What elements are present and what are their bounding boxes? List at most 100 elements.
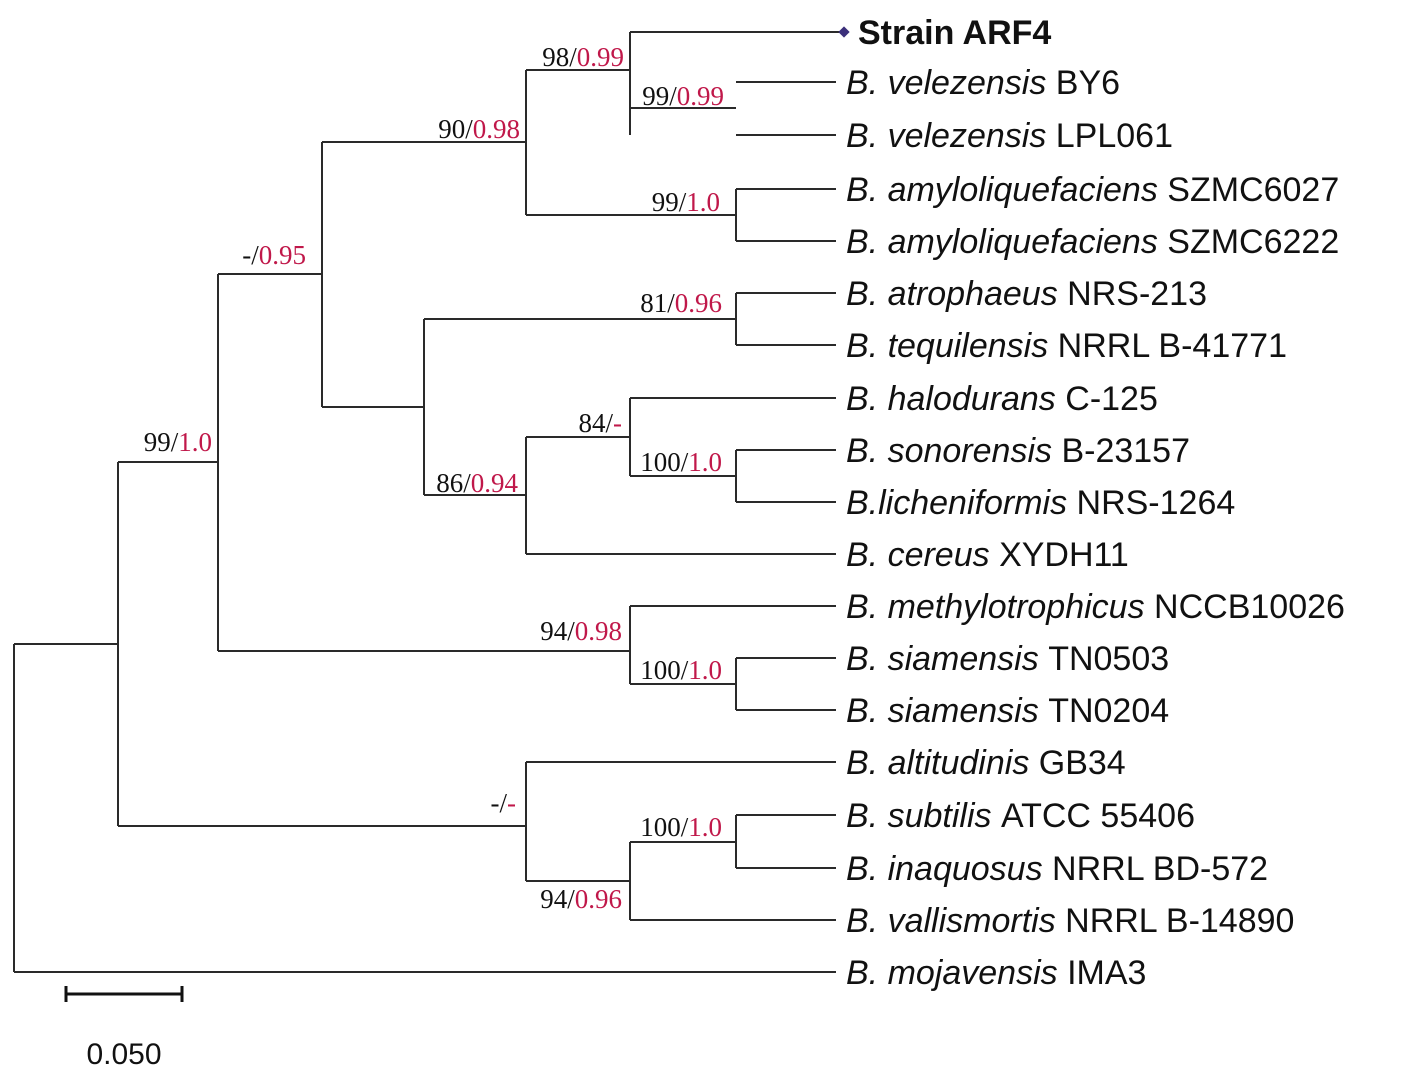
support-value-s-84: 84/- (578, 408, 622, 438)
support-value-s-100b: 100/1.0 (640, 655, 722, 685)
support-value-s-100a: 100/1.0 (640, 447, 722, 477)
leaf-strain: Strain ARF4 (858, 14, 1051, 52)
leaf-label-cere: B. cereus XYDH11 (846, 536, 1129, 574)
posterior-probability: 0.98 (575, 616, 622, 646)
posterior-probability: 1.0 (688, 812, 722, 842)
support-value-s-94b: 94/0.96 (540, 884, 622, 914)
support-value-s-98: 98/0.99 (542, 42, 624, 72)
leaf-genus: B.licheniformis (846, 484, 1077, 522)
leaf-label-siam-0503: B. siamensis TN0503 (846, 640, 1169, 678)
leaf-strain: NRRL B-14890 (1065, 902, 1294, 940)
bootstrap-value: 99/ (144, 427, 179, 457)
support-value-s-100c: 100/1.0 (640, 812, 722, 842)
leaf-genus: B. inaquosus (846, 850, 1052, 888)
posterior-probability: 0.94 (471, 468, 519, 498)
bootstrap-value: 100/ (640, 655, 689, 685)
posterior-probability: 0.96 (675, 288, 722, 318)
leaf-label-arf4: Strain ARF4 (858, 14, 1051, 52)
bootstrap-value: 94/ (540, 616, 575, 646)
leaf-genus: B. siamensis (846, 640, 1048, 678)
leaf-genus: B. halodurans (846, 380, 1065, 418)
leaf-label-amy-6027: B. amyloliquefaciens SZMC6027 (846, 171, 1339, 209)
leaf-genus: B. altitudinis (846, 744, 1039, 782)
bootstrap-value: 98/ (542, 42, 577, 72)
leaf-label-vel-by6: B. velezensis BY6 (846, 64, 1120, 102)
posterior-probability: 1.0 (688, 447, 722, 477)
leaf-label-vel-lpl061: B. velezensis LPL061 (846, 117, 1173, 155)
bootstrap-value: 100/ (640, 812, 689, 842)
support-values: 98/0.9999/0.9990/0.9899/1.0-/0.9581/0.96… (144, 42, 724, 914)
leaf-label-siam-0204: B. siamensis TN0204 (846, 692, 1169, 730)
support-value-s-94a: 94/0.98 (540, 616, 622, 646)
leaf-strain: IMA3 (1067, 954, 1146, 992)
bootstrap-value: 100/ (640, 447, 689, 477)
leaf-strain: BY6 (1056, 64, 1120, 102)
leaf-strain: C-125 (1065, 380, 1158, 418)
leaf-strain: LPL061 (1056, 117, 1173, 155)
leaf-label-sono: B. sonorensis B-23157 (846, 432, 1190, 470)
support-value-s-dash95: -/0.95 (242, 240, 306, 270)
leaf-genus: B. methylotrophicus (846, 588, 1154, 626)
posterior-probability: 1.0 (178, 427, 212, 457)
highlight-diamond-icon (838, 26, 850, 38)
bootstrap-value: 86/ (436, 468, 471, 498)
leaf-label-vall: B. vallismortis NRRL B-14890 (846, 902, 1294, 940)
leaf-strain: TN0503 (1048, 640, 1169, 678)
tree-branches (13, 31, 843, 973)
bootstrap-value: 99/ (642, 81, 677, 111)
leaf-label-meth: B. methylotrophicus NCCB10026 (846, 588, 1345, 626)
leaf-strain: XYDH11 (999, 536, 1129, 574)
support-value-s-86: 86/0.94 (436, 468, 518, 498)
leaf-genus: B. tequilensis (846, 327, 1058, 365)
leaf-strain: NRRL B-41771 (1058, 327, 1287, 365)
bootstrap-value: 99/ (652, 187, 687, 217)
leaf-genus: B. sonorensis (846, 432, 1061, 470)
bootstrap-value: -/ (242, 240, 259, 270)
leaf-strain: B-23157 (1061, 432, 1190, 470)
posterior-probability: 1.0 (686, 187, 720, 217)
support-value-s-dashdash: -/- (491, 788, 517, 818)
leaf-label-halo: B. halodurans C-125 (846, 380, 1158, 418)
leaf-strain: NRS-1264 (1077, 484, 1236, 522)
leaf-strain: ATCC 55406 (1001, 797, 1195, 835)
posterior-probability: - (507, 788, 516, 818)
leaf-genus: B. amyloliquefaciens (846, 171, 1167, 209)
leaf-genus: B. velezensis (846, 117, 1056, 155)
leaf-genus: B. siamensis (846, 692, 1048, 730)
posterior-probability: - (613, 408, 622, 438)
leaf-label-lich: B.licheniformis NRS-1264 (846, 484, 1235, 522)
bootstrap-value: 84/ (578, 408, 613, 438)
posterior-probability: 0.99 (577, 42, 624, 72)
leaf-label-teq: B. tequilensis NRRL B-41771 (846, 327, 1287, 365)
support-value-s-99a: 99/0.99 (642, 81, 724, 111)
posterior-probability: 0.95 (259, 240, 306, 270)
bootstrap-value: 94/ (540, 884, 575, 914)
posterior-probability: 0.96 (575, 884, 622, 914)
support-value-s-99c: 99/1.0 (144, 427, 212, 457)
leaf-genus: B. velezensis (846, 64, 1056, 102)
leaf-label-atro: B. atrophaeus NRS-213 (846, 275, 1207, 313)
leaf-label-inaq: B. inaquosus NRRL BD-572 (846, 850, 1268, 888)
leaf-strain: SZMC6222 (1167, 223, 1339, 261)
posterior-probability: 0.99 (677, 81, 724, 111)
support-value-s-81: 81/0.96 (640, 288, 722, 318)
scale-bar-label: 0.050 (86, 1038, 161, 1071)
bootstrap-value: 81/ (640, 288, 675, 318)
leaf-strain: NRRL BD-572 (1052, 850, 1268, 888)
leaf-label-moja: B. mojavensis IMA3 (846, 954, 1146, 992)
leaf-label-subt: B. subtilis ATCC 55406 (846, 797, 1195, 835)
leaf-strain: GB34 (1039, 744, 1126, 782)
leaf-genus: B. subtilis (846, 797, 1001, 835)
support-value-s-90: 90/0.98 (438, 114, 520, 144)
leaf-label-alti: B. altitudinis GB34 (846, 744, 1126, 782)
leaf-strain: TN0204 (1048, 692, 1169, 730)
scale-bar: 0.050 (64, 986, 184, 1071)
posterior-probability: 1.0 (688, 655, 722, 685)
leaf-strain: NCCB10026 (1154, 588, 1345, 626)
leaf-genus: B. amyloliquefaciens (846, 223, 1167, 261)
leaf-genus: B. mojavensis (846, 954, 1067, 992)
support-value-s-99b: 99/1.0 (652, 187, 720, 217)
bootstrap-value: -/ (491, 788, 508, 818)
